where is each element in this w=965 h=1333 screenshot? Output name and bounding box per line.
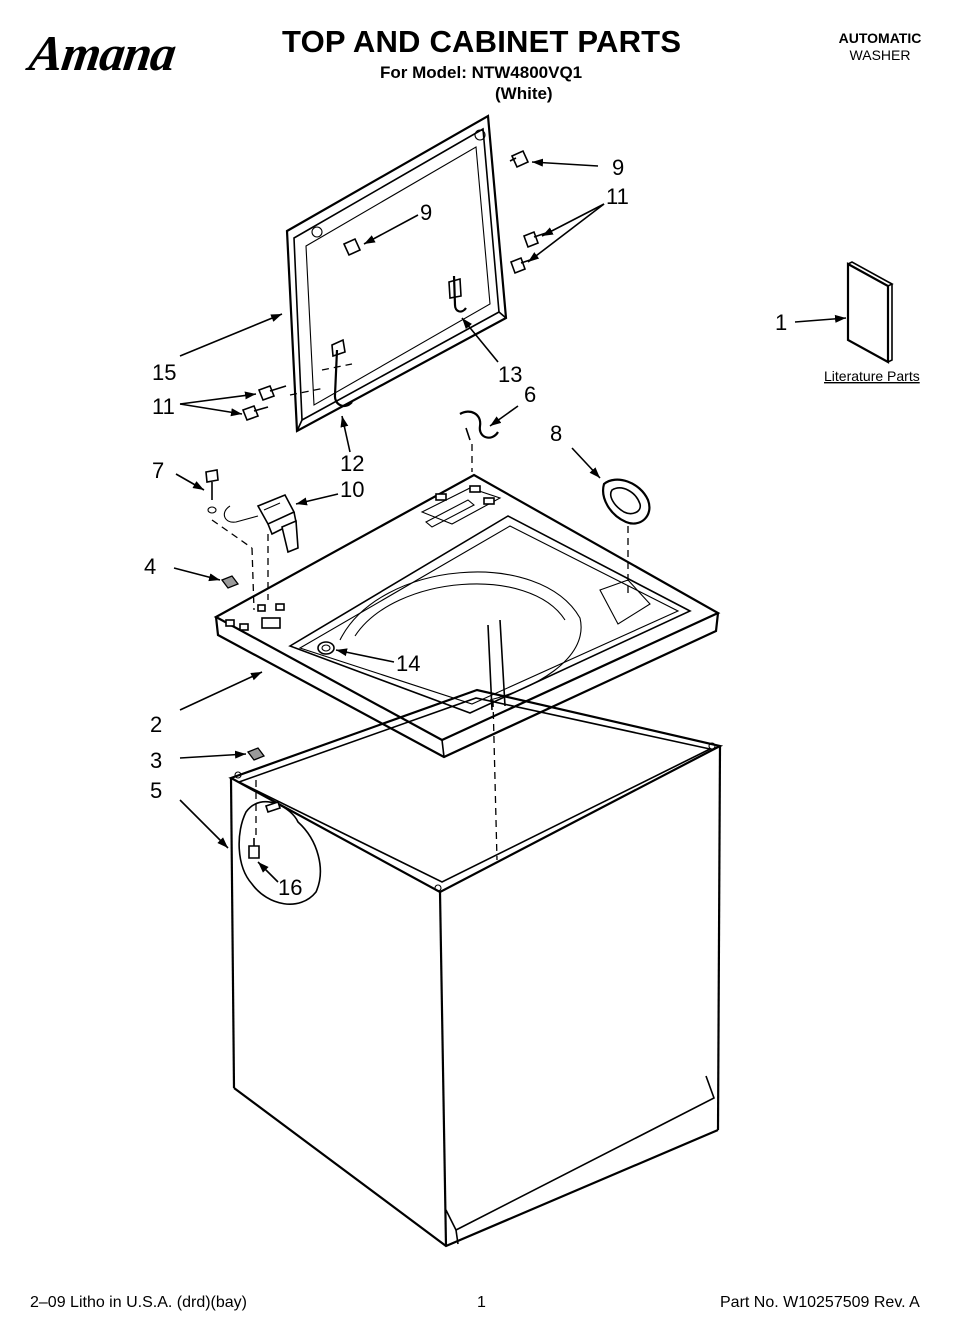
clip-nut-cabinet [246,747,266,761]
lid-switch [211,493,299,611]
literature-packet [846,261,894,364]
dispenser-cup [602,478,651,598]
footer-part-number: Part No. W10257509 Rev. A [720,1294,920,1311]
callout-16: 16 [278,875,302,900]
washer-top [213,473,721,759]
callout-12: 12 [340,451,364,476]
callout-14: 14 [396,651,420,676]
callout-5: 5 [150,778,162,803]
callout-15: 15 [152,360,176,385]
lid [285,114,508,433]
callout-7: 7 [152,458,164,483]
lid-hinge-rod [289,338,353,408]
callout-3: 3 [150,748,162,773]
lid-screw-inner [342,237,362,257]
lid-switch-screw [205,469,219,514]
callout-1: 1 [775,310,787,335]
callout-13: 13 [498,362,522,387]
footer-print-info: 2–09 Litho in U.S.A. (drd)(bay) [30,1294,247,1311]
lid-actuator [448,275,467,313]
leader-lines [173,158,847,883]
callout-4: 4 [144,554,156,579]
product-type: AUTOMATIC WASHER [800,30,960,64]
callout-11-left: 11 [152,394,175,419]
callout-8: 8 [550,421,562,446]
literature-parts-label: Literature Parts [824,368,920,384]
lid-screw-top [509,149,530,169]
wire-clip [459,410,499,472]
product-type-line2: WASHER [849,47,911,63]
callout-6: 6 [524,382,536,407]
callout-9-top: 9 [612,155,624,180]
footer-page-number: 1 [477,1294,486,1311]
callout-2: 2 [150,712,162,737]
cabinet-cutaway [238,780,322,905]
lid-screws-right [509,230,547,275]
tub-cover-fill-nozzle [317,641,335,655]
page-title: TOP AND CABINET PARTS [282,24,682,59]
clip-nut-top [220,575,240,589]
model-color: (White) [495,84,553,103]
model-number: For Model: NTW4800VQ1 [380,63,583,82]
callout-11-right: 11 [606,184,629,209]
callout-10: 10 [340,477,364,502]
product-type-line1: AUTOMATIC [838,30,922,46]
cabinet [228,688,724,1248]
lid-screws-left [241,384,287,422]
callout-9-inner: 9 [420,200,432,225]
